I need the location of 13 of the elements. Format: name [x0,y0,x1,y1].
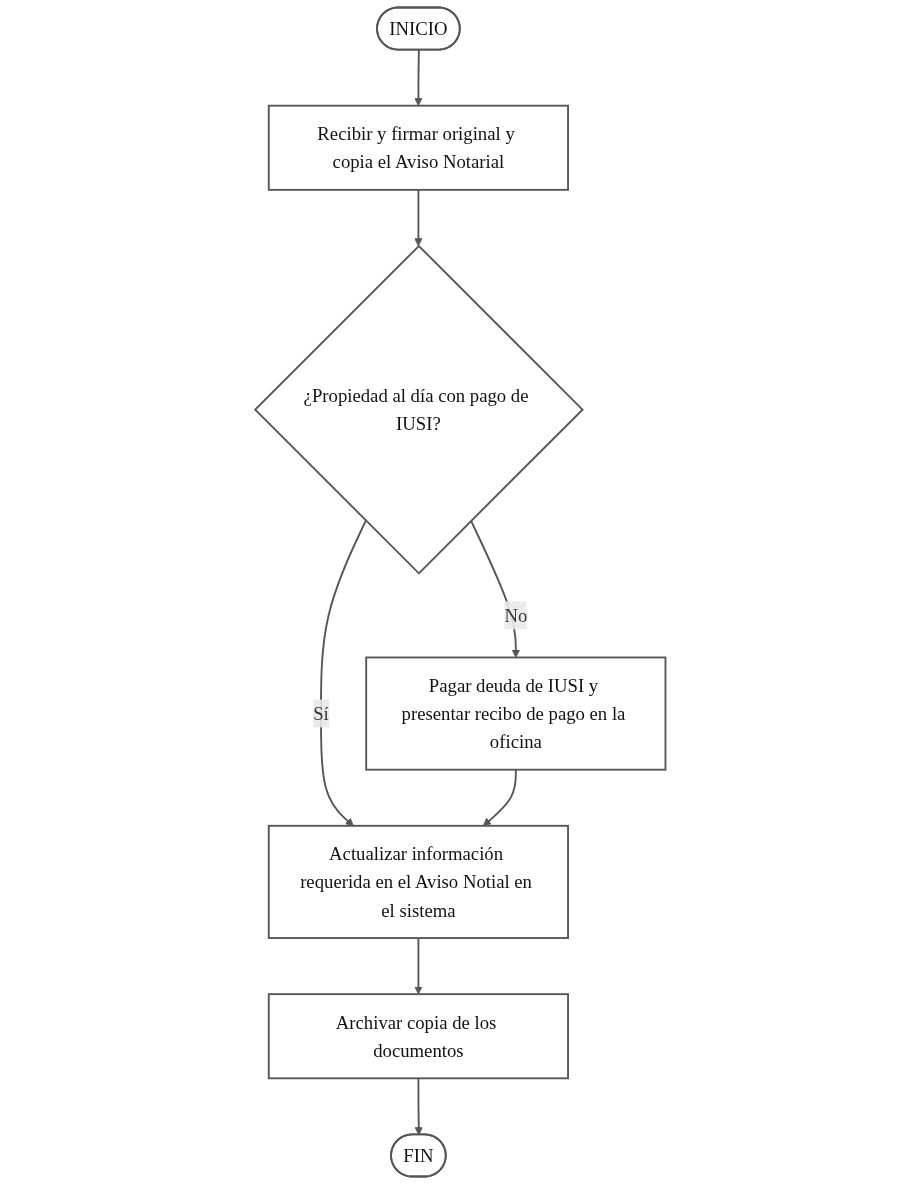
edge-label: No [504,605,527,626]
arrow [413,937,423,995]
node-box: Recibir y firmar original y copia el Aviso Notarial [267,104,569,191]
node-diamond: ¿Propiedad al día con pago de IUSI? [253,244,584,575]
arrow [413,188,423,247]
arrow [319,519,367,827]
arrow [413,49,423,107]
node-box: Archivar copia de los documentos [267,993,569,1080]
edge-label: Sí [312,703,329,724]
arrow [414,1077,423,1136]
node-box: Pagar deuda de IUSI y presentar recibo de pago en la oficina [364,656,667,771]
node-box: Actualizar información requerida en el Aviso Notial en el sistema [267,824,569,939]
arrow [482,768,517,827]
